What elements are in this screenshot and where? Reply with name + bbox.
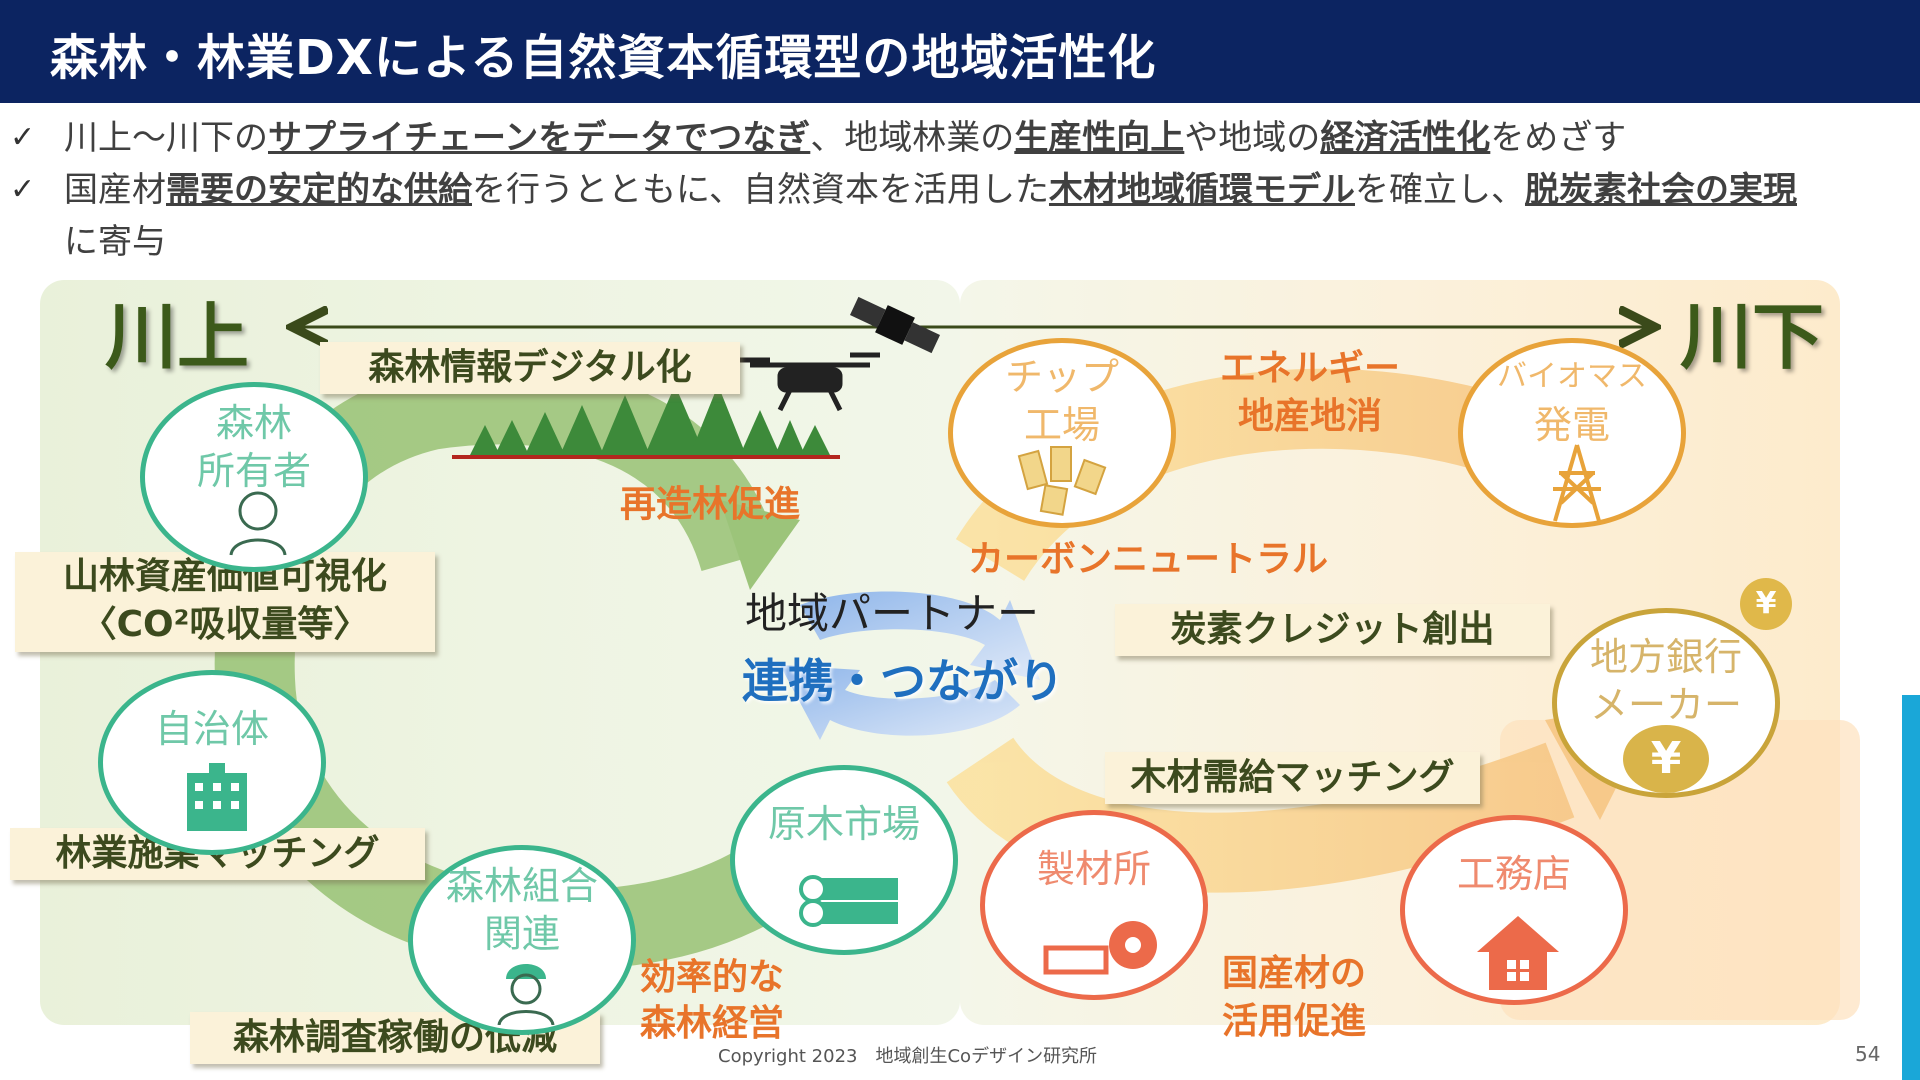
energy-line1: エネルギー: [1220, 348, 1401, 389]
energy-label: エネルギー 地産地消: [1220, 345, 1400, 441]
yen-coin-icon: ¥: [1740, 578, 1792, 630]
forest-digital-box: 森林情報デジタル化: [320, 342, 740, 394]
saw-icon: [1043, 921, 1157, 975]
bullet-text: 川上～川下の: [64, 118, 268, 158]
efficient-line1: 効率的な: [640, 957, 785, 998]
forest-owner-circle: 森林 所有者: [140, 382, 368, 572]
forest-union-circle: 森林組合 関連: [408, 845, 636, 1035]
bullet-emphasis: サプライチェーンをデータでつなぎ: [268, 118, 811, 158]
bullet-continuation: に寄与: [64, 222, 166, 262]
forest-union-line2: 関連: [483, 912, 560, 956]
builder-label: 工務店: [1456, 852, 1571, 896]
chip-factory-circle: チップ 工場: [948, 338, 1176, 528]
carbon-neutral-label: カーボンニュートラル: [968, 539, 1329, 580]
bullet-emphasis: 需要の安定的な供給: [166, 170, 472, 210]
domestic-line1: 国産材の: [1222, 953, 1367, 994]
builder-circle: 工務店: [1400, 815, 1628, 1005]
efficient-line2: 森林経営: [640, 1003, 785, 1044]
bank-line1: 地方銀行: [1589, 635, 1742, 679]
municipality-circle: 自治体: [98, 670, 326, 855]
bullet-item-1: ✓ 川上～川下のサプライチェーンをデータでつなぎ、地域林業の生産性向上や地域の経…: [10, 112, 1915, 164]
page-title: 森林・林業DXによる自然資本循環型の地域活性化: [50, 30, 1157, 86]
bullet-emphasis: 生産性向上: [1014, 118, 1185, 158]
energy-line2: 地産地消: [1238, 396, 1383, 437]
chip-factory-line1: チップ: [1004, 355, 1119, 399]
asset-visual-line2: 〈CO²吸収量等〉: [80, 604, 370, 645]
sawmill-circle: 製材所: [980, 810, 1208, 1000]
copyright: Copyright 2023 地域創生Coデザイン研究所: [718, 1046, 1098, 1067]
drone-icon: [740, 352, 880, 412]
wood-chip-icon: [1017, 446, 1107, 516]
green-arrow-head: [720, 500, 800, 590]
bullet-text: 、地域林業の: [810, 118, 1015, 158]
sawmill-label: 製材所: [1036, 847, 1151, 891]
log-market-label: 原木市場: [767, 802, 920, 846]
partner-arrow-bottom: [780, 665, 1020, 740]
bullet-emphasis: 経済活性化: [1320, 118, 1491, 158]
bullet-emphasis: 脱炭素社会の実現: [1524, 170, 1797, 210]
tree-icons: [470, 385, 830, 455]
power-tower-icon: [1553, 444, 1601, 522]
biomass-circle: バイオマス 発電: [1458, 338, 1686, 528]
title-bar: 森林・林業DXによる自然資本循環型の地域活性化: [0, 0, 1920, 103]
logs-icon: [799, 875, 898, 927]
forest-owner-line1: 森林: [215, 401, 292, 445]
bullet-text: をめざす: [1490, 118, 1627, 158]
forest-owner-line2: 所有者: [196, 449, 311, 493]
upstream-label: 川上: [105, 295, 250, 379]
partner-label: 地域パートナー: [745, 589, 1040, 638]
forest-union-line1: 森林組合: [445, 864, 598, 908]
biomass-line2: 発電: [1533, 403, 1610, 447]
bullet-text: を行うとともに、自然資本を活用した: [472, 170, 1049, 210]
bullet-text: を確立し、: [1354, 170, 1525, 210]
partner-arrow-top: [800, 591, 1040, 680]
bullet-text: や地域の: [1184, 118, 1321, 158]
asset-visual-box: 山林資産価値可視化 〈CO²吸収量等〉: [15, 552, 435, 652]
person-icon: [229, 491, 287, 556]
page-number: 54: [1855, 1042, 1881, 1066]
municipality-label: 自治体: [154, 707, 269, 751]
bank-maker-circle: 地方銀行 メーカー ¥: [1552, 608, 1780, 798]
efficient-label: 効率的な 森林経営: [640, 955, 784, 1047]
domestic-line2: 活用促進: [1222, 1001, 1367, 1042]
bullet-emphasis: 木材地域循環モデル: [1048, 170, 1355, 210]
building-icon: [187, 763, 247, 831]
log-market-circle: 原木市場: [730, 765, 958, 955]
domestic-label: 国産材の 活用促進: [1222, 950, 1366, 1046]
carbon-credit-box: 炭素クレジット創出: [1115, 604, 1550, 656]
downstream-label: 川下: [1680, 295, 1825, 379]
bullet-text: 国産材: [64, 170, 166, 210]
timber-matching-box: 木材需給マッチング: [1105, 752, 1480, 804]
house-icon: [1477, 916, 1559, 990]
check-icon: ✓: [10, 172, 36, 207]
connect-label: 連携・つながり: [742, 654, 1064, 708]
reforest-label: 再造林促進: [620, 484, 801, 525]
bullet-list: ✓ 川上～川下のサプライチェーンをデータでつなぎ、地域林業の生産性向上や地域の経…: [10, 112, 1915, 268]
check-icon: ✓: [10, 120, 36, 155]
worker-icon: [497, 964, 555, 1025]
satellite-icon: [849, 296, 941, 354]
yen-big-icon: ¥: [1623, 725, 1709, 793]
chip-factory-line2: 工場: [1023, 403, 1100, 447]
biomass-line1: バイオマス: [1497, 359, 1647, 394]
bullet-item-2: ✓ 国産材需要の安定的な供給を行うとともに、自然資本を活用した木材地域循環モデル…: [10, 164, 1915, 216]
bank-line2: メーカー: [1589, 683, 1742, 727]
side-accent-bar: [1902, 695, 1920, 1080]
